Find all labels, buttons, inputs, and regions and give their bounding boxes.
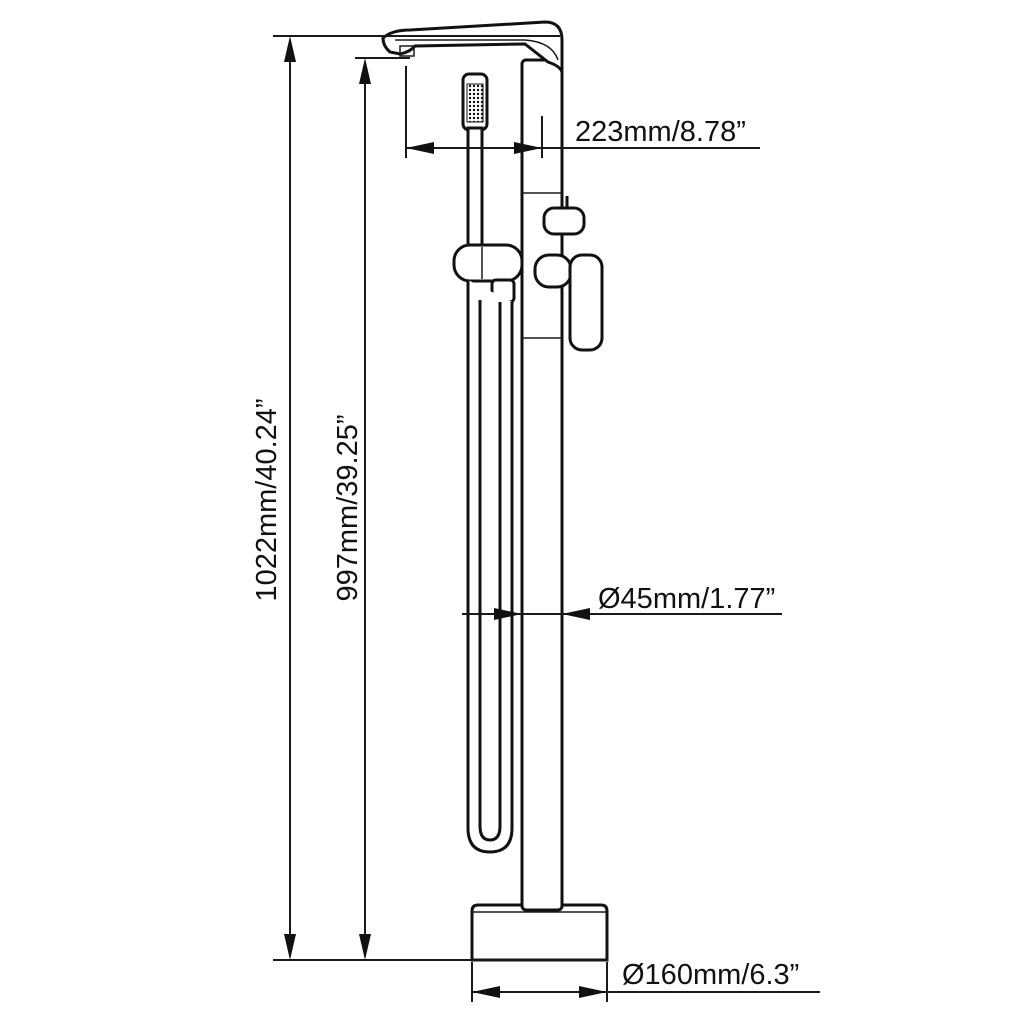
spout-reach-label: 223mm/8.78”	[575, 116, 746, 148]
hand-shower-handle	[466, 126, 484, 250]
faucet-outline	[381, 20, 609, 962]
pipe-diameter-label: Ø45mm/1.77”	[598, 583, 775, 615]
dim-spout-reach: 223mm/8.78”	[405, 66, 760, 158]
dim-spout-height: 997mm/39.25”	[332, 57, 410, 960]
shower-holder	[452, 243, 524, 283]
dim-base-diameter: Ø160mm/6.3”	[471, 959, 820, 1002]
total-height-label: 1022mm/40.24”	[251, 398, 283, 601]
shower-nozzle-grid	[466, 83, 484, 123]
spout	[381, 20, 564, 73]
mixer-body	[533, 253, 573, 289]
main-pipe	[520, 58, 564, 912]
base-diameter-label: Ø160mm/6.3”	[622, 959, 799, 991]
diverter-knob	[542, 206, 586, 236]
base-disc	[470, 903, 609, 962]
mixer-lever	[568, 253, 604, 352]
dim-pipe-diameter: Ø45mm/1.77”	[462, 583, 782, 620]
dim-total-height: 1022mm/40.24”	[251, 35, 608, 961]
spout-height-label: 997mm/39.25”	[332, 415, 364, 602]
